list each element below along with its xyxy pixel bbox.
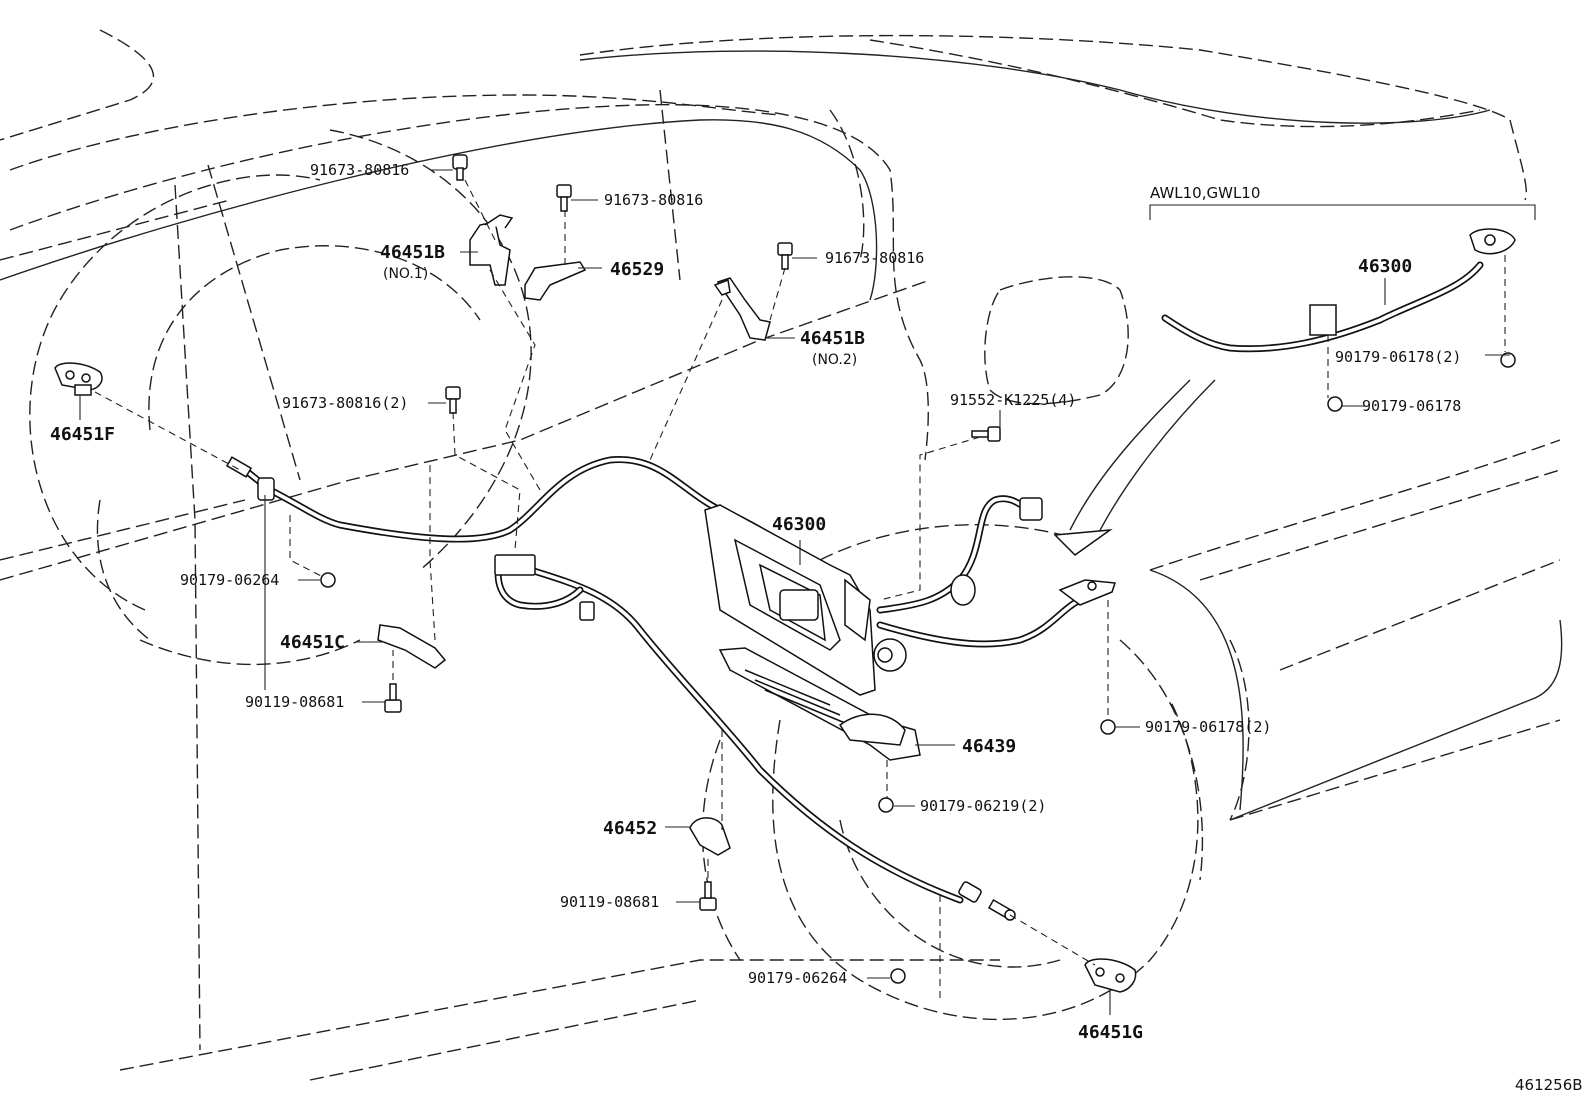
part-label-46451c: 46451C [280,632,345,653]
part-label-46439: 46439 [962,736,1016,757]
figure-code: 461256B [1515,1076,1583,1094]
inset-bracket-label: AWL10,GWL10 [1150,184,1260,202]
part-label-91673-80816: 91673-80816 [825,249,924,267]
nut-icon [1327,396,1343,412]
parking-brake-cable [241,261,1484,904]
part-sublabel-no1: (NO.1) [383,266,428,282]
part-label-46300-inset: 46300 [1358,256,1412,277]
bolt-icon [971,426,1001,442]
nut-icon [320,572,336,588]
bolt-icon [556,184,572,212]
brackets-and-fasteners [54,154,1516,993]
part-label-90179-06264: 90179-06264 [180,571,279,589]
part-label-90179-06178: 90179-06178 [1362,397,1461,415]
cable-end-fittings [225,228,1516,921]
part-label-91673-80816: 91673-80816 [604,191,703,209]
bolt-icon [452,154,468,181]
nut-icon [878,797,894,813]
part-label-90179-06178-2: 90179-06178(2) [1335,348,1461,366]
part-label-90179-06264: 90179-06264 [748,969,847,987]
direction-arrow-icon [1053,379,1216,556]
part-label-46451b-no2: 46451B [800,328,865,349]
nut-icon [890,968,906,984]
part-label-90179-06178-2: 90179-06178(2) [1145,718,1271,736]
part-label-46300: 46300 [772,514,826,535]
part-sublabel-no2: (NO.2) [812,352,857,368]
leader-lines [79,169,1536,1015]
part-label-90179-06219-2: 90179-06219(2) [920,797,1046,815]
nut-icon [1100,719,1116,735]
bolt-icon [384,683,402,713]
nut-icon [1500,352,1516,368]
vehicle-body-outline [0,29,1561,1081]
part-label-91673-80816: 91673-80816 [310,161,409,179]
bolt-icon [445,386,461,414]
assembly-dashed-lines [94,179,1506,1000]
part-label-46451f: 46451F [50,424,115,445]
part-labels: 91673-80816 91673-80816 91673-80816 4645… [50,161,1583,1094]
vehicle-body-solid-lines [0,50,1563,821]
part-label-90119-08681: 90119-08681 [560,893,659,911]
part-label-46451g: 46451G [1078,1022,1143,1043]
part-label-46452: 46452 [603,818,657,839]
part-label-90119-08681: 90119-08681 [245,693,344,711]
bolt-icon [777,242,793,270]
bolt-icon [699,881,717,911]
part-label-91552-k1225: 91552-K1225(4) [950,391,1076,409]
part-label-91673-80816-2: 91673-80816(2) [282,394,408,412]
part-label-46451b-no1: 46451B [380,242,445,263]
part-label-46529: 46529 [610,259,664,280]
parking-brake-lever-assembly [704,504,921,761]
